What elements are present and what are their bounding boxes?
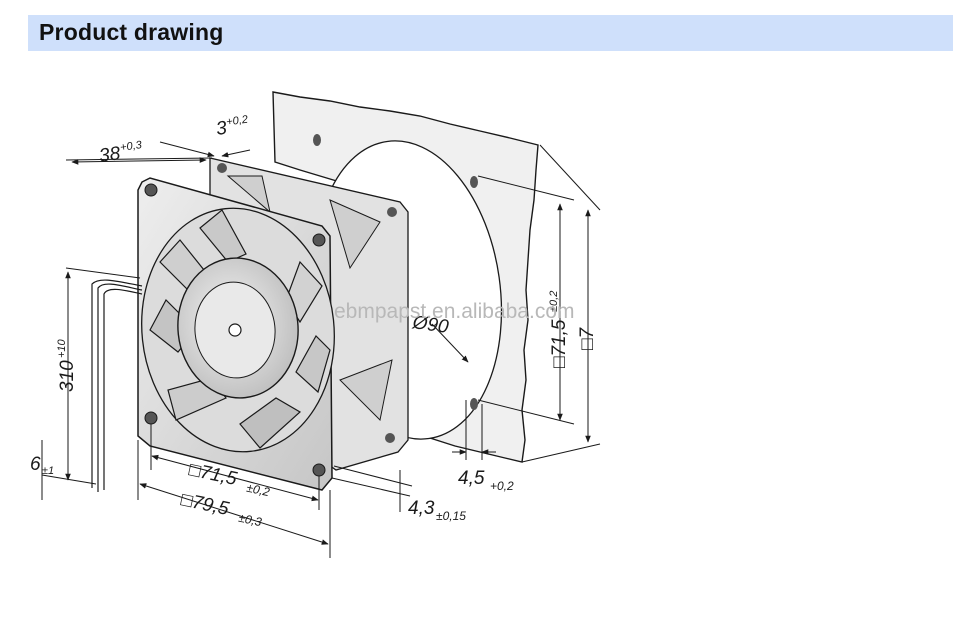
dim-hole-depth-tol: ±0,15 — [436, 509, 466, 523]
frame-hole-top-left — [144, 183, 158, 197]
dim-depth-tol: +0,3 — [119, 139, 143, 154]
panel-hole-bottom-right — [470, 398, 478, 410]
dim-hole-spacing-front-tol: ±0,2 — [245, 481, 271, 500]
dim-hole-depth-value: 4,3 — [408, 498, 435, 519]
section-header: Product drawing — [28, 15, 953, 51]
dimension-lines — [41, 141, 601, 558]
impeller-blades — [149, 209, 331, 449]
section-title: Product drawing — [39, 19, 224, 45]
dim-panel-size-value: □7 — [577, 327, 598, 350]
watermark: ebmpapst.en.alibaba.com — [334, 300, 575, 323]
frame-hole-bottom-right — [312, 463, 326, 477]
panel-hole-top-left — [313, 134, 321, 146]
dim-frame-size-value: □79,5 — [179, 489, 231, 520]
dim-hole-diameter-value: 4,5 — [458, 468, 485, 489]
dim-cable-length-tol: +10 — [56, 338, 68, 358]
fan-hub — [177, 257, 299, 399]
dim-flange-value: 3 — [215, 118, 229, 140]
dim-cable-strip-tol: ±1 — [42, 465, 54, 477]
dim-cutout-diameter-value: Ø90 — [410, 312, 450, 338]
dim-frame-size-tol: ±0,3 — [237, 511, 263, 530]
panel-hole-top-right — [470, 176, 478, 188]
dim-depth-value: 38 — [98, 143, 122, 167]
dim-panel-hole-spacing-value: □71,5 — [549, 319, 570, 368]
dim-hole-diameter-tol: +0,2 — [490, 479, 514, 493]
fan-cable — [91, 279, 143, 492]
dim-cable-strip-value: 6 — [30, 454, 41, 475]
frame-hole-bottom-left — [144, 411, 158, 425]
dim-cable-length-value: 310 — [57, 360, 78, 392]
frame-hole-top-right — [312, 233, 326, 247]
dim-flange-tol: +0,2 — [226, 114, 249, 129]
dim-panel-hole-spacing-tol: ±0,2 — [548, 291, 560, 312]
